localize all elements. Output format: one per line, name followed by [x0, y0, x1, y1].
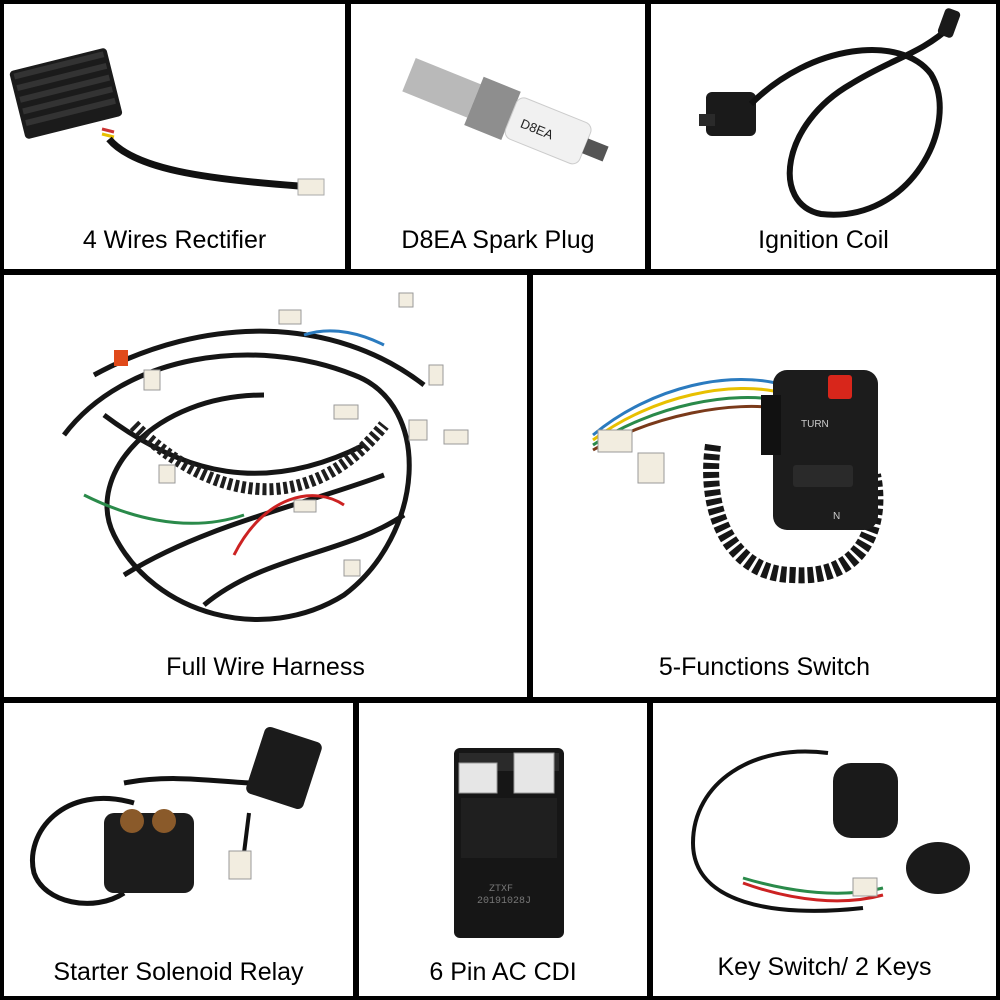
solenoid-relay-image — [30, 727, 322, 906]
panel-label: Starter Solenoid Relay — [53, 958, 304, 986]
switch-letter: N — [833, 511, 840, 522]
cdi-code: 20191028J — [477, 896, 531, 907]
panel-label: 6 Pin AC CDI — [429, 958, 577, 986]
cdi-unit-image: ZTXF 20191028J — [454, 748, 564, 938]
wire-harness-panel: Full Wire Harness — [4, 275, 527, 697]
ignition-coil-image — [699, 8, 961, 218]
panel-label: Full Wire Harness — [166, 653, 365, 681]
panel-label: Key Switch/ 2 Keys — [717, 953, 932, 981]
key-switch-image — [690, 749, 970, 913]
key-switch-panel: Key Switch/ 2 Keys — [653, 703, 996, 996]
solenoid-panel: Starter Solenoid Relay — [4, 703, 353, 996]
switch-marking: TURN — [801, 419, 829, 430]
ignition-coil-panel: Ignition Coil — [651, 4, 996, 269]
rectifier-image — [9, 48, 325, 196]
spark-plug-panel: D8EA D8EA Spark Plug — [351, 4, 645, 269]
panel-label: 5-Functions Switch — [658, 653, 871, 681]
spark-plug-image: D8EA — [402, 57, 609, 165]
handlebar-switch-image: TURN N — [592, 370, 884, 584]
wire-harness-image — [62, 292, 469, 622]
switch-panel: TURN N 5-Functions Switch — [533, 275, 996, 697]
cdi-panel: ZTXF 20191028J 6 Pin AC CDI — [359, 703, 647, 996]
panel-label: Ignition Coil — [758, 226, 889, 254]
panel-label: D8EA Spark Plug — [401, 226, 595, 254]
cdi-brand: ZTXF — [489, 884, 513, 895]
panel-label: 4 Wires Rectifier — [82, 226, 267, 254]
rectifier-panel: 4 Wires Rectifier — [4, 4, 345, 269]
